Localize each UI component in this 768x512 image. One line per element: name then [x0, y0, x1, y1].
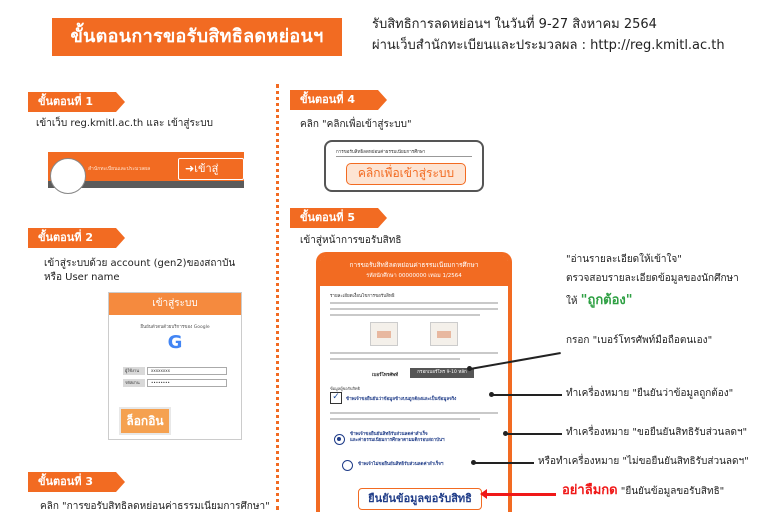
- step-2-desc-line1: เข้าสู่ระบบด้วย account (gen2)ของสถาบัน: [44, 258, 236, 269]
- text-line: [330, 358, 460, 360]
- username-label: ผู้ใช้งาน: [123, 367, 145, 375]
- text-line: [330, 418, 480, 420]
- entry-page-title: การขอรับสิทธิลดหย่อนค่าธรรมเนียมการศึกษา: [336, 150, 426, 155]
- annotation-correct-prefix: ให้: [566, 296, 578, 307]
- annotation-correct-emph: "ถูกต้อง": [580, 293, 633, 308]
- password-input[interactable]: ••••••••: [147, 379, 227, 387]
- website-login-button[interactable]: ➜เข้าสู่ระบบ: [178, 158, 244, 194]
- username-row: ผู้ใช้งาน xxxxxxxx: [123, 367, 227, 375]
- website-logo: [50, 158, 86, 194]
- phone-label: เบอร์โทรศัพท์: [372, 373, 399, 378]
- decline-radio[interactable]: [342, 460, 353, 471]
- login-card-hint: ยืนยันตัวตนด้วยบริการของ Google: [140, 325, 210, 330]
- login-button[interactable]: ล็อกอิน: [119, 407, 171, 435]
- login-icon: ➜: [185, 162, 195, 175]
- google-icon: G: [167, 332, 183, 353]
- claim-form: การขอรับสิทธิลดหย่อนค่าธรรมเนียมการศึกษา…: [316, 252, 512, 512]
- conditions-heading: รายละเอียดเงื่อนไขการขอรับสิทธิ: [330, 294, 395, 299]
- text-line: [330, 314, 480, 316]
- website-header-text: สำนักทะเบียนและประมวลผล: [88, 166, 151, 172]
- username-input[interactable]: xxxxxxxx: [147, 367, 227, 375]
- subtitle-website: ผ่านเว็บสำนักทะเบียนและประมวลผล : http:/…: [372, 38, 725, 53]
- login-card-header: เข้าสู่ระบบ: [109, 293, 241, 315]
- step-2-desc-line2: หรือ User name: [44, 272, 120, 283]
- subtitle-date: รับสิทธิการลดหย่อนฯ ในวันที่ 9-27 สิงหาค…: [372, 17, 657, 32]
- pointer-submit-arrow: [480, 489, 556, 499]
- text-line: [330, 352, 498, 354]
- claim-radio-label: ข้าพเจ้าขอยืนยันสิทธิรับส่วนลดค่าสำเร็จ …: [350, 432, 445, 444]
- pointer-decline-line: [474, 462, 534, 464]
- claim-form-title: การขอรับสิทธิลดหย่อนค่าธรรมเนียมการศึกษา: [349, 261, 479, 269]
- annotation-submit-rest: "ยืนยันข้อมูลขอรับสิทธิ": [620, 486, 725, 497]
- entry-page-rule: [336, 156, 472, 157]
- enter-system-button[interactable]: คลิกเพื่อเข้าสู่ระบบ: [346, 163, 466, 185]
- step-5-label: ขั้นตอนที่ 5: [290, 208, 387, 228]
- annotation-verify: ตรวจสอบรายละเอียดข้อมูลของนักศึกษา: [566, 273, 739, 284]
- step-2-description: เข้าสู่ระบบด้วย account (gen2)ของสถาบัน …: [44, 257, 235, 285]
- annotation-read: "อ่านรายละเอียดให้เข้าใจ": [566, 254, 682, 265]
- applicant-heading: ข้อมูลผู้ขอรับสิทธิ: [330, 386, 360, 391]
- claim-radio-line1: ข้าพเจ้าขอยืนยันสิทธิรับส่วนลดค่าสำเร็จ: [350, 432, 428, 437]
- step-3-description: คลิก "การขอรับสิทธิลดหย่อนค่าธรรมเนียมกา…: [40, 501, 270, 512]
- pointer-confirm-dot: [489, 392, 494, 397]
- pointer-confirm-line: [492, 394, 562, 396]
- annotation-phone: กรอก "เบอร์โทรศัพท์มือถือตนเอง": [566, 335, 713, 346]
- phone-input[interactable]: กรอกเบอร์โทร 9-10 หลัก: [410, 368, 474, 378]
- annotation-claim: ทำเครื่องหมาย "ขอยืนยันสิทธิรับส่วนลดฯ": [566, 427, 748, 438]
- pointer-claim-line: [506, 433, 562, 435]
- step-3-label: ขั้นตอนที่ 3: [28, 472, 125, 492]
- annotation-decline: หรือทำเครื่องหมาย "ไม่ขอยืนยันสิทธิรับส่…: [538, 456, 749, 467]
- confirm-checkbox[interactable]: ✓: [330, 392, 342, 404]
- document-image: [430, 322, 458, 346]
- claim-form-header: การขอรับสิทธิลดหย่อนค่าธรรมเนียมการศึกษา…: [320, 256, 508, 286]
- password-row: รหัสผ่าน ••••••••: [123, 379, 227, 387]
- step-1-description: เข้าเว็บ reg.kmitl.ac.th และ เข้าสู่ระบบ: [36, 118, 213, 129]
- text-line: [330, 412, 498, 414]
- step-4-description: คลิก "คลิกเพื่อเข้าสู่ระบบ": [300, 119, 412, 130]
- pointer-phone-dot: [467, 366, 472, 371]
- annotation-confirm: ทำเครื่องหมาย "ยืนยันว่าข้อมูลถูกต้อง": [566, 388, 734, 399]
- annotation-submit-emph: อย่าลืมกด: [562, 483, 618, 498]
- login-card: เข้าสู่ระบบ ยืนยันตัวตนด้วยบริการของ Goo…: [108, 292, 242, 440]
- submit-claim-button[interactable]: ยืนยันข้อมูลขอรับสิทธิ: [358, 488, 482, 510]
- step-5-description: เข้าสู่หน้าการขอรับสิทธิ: [300, 235, 402, 246]
- annotation-submit: อย่าลืมกด "ยืนยันข้อมูลขอรับสิทธิ": [562, 484, 724, 499]
- document-image: [370, 322, 398, 346]
- step-1-label: ขั้นตอนที่ 1: [28, 92, 125, 112]
- page-title: ขั้นตอนการขอรับสิทธิลดหย่อนฯ: [52, 18, 342, 56]
- confirm-checkbox-label: ข้าพเจ้าขอยืนยันว่าข้อมูลข้างบนถูกต้องแล…: [346, 397, 457, 402]
- password-label: รหัสผ่าน: [123, 379, 145, 387]
- website-subbar: [48, 181, 244, 188]
- step-2-label: ขั้นตอนที่ 2: [28, 228, 125, 248]
- claim-radio-line2: และค่าธรรมเนียมการศึกษาตามมติกรอบสถาบันฯ: [350, 438, 445, 443]
- annotation-correct: ให้ "ถูกต้อง": [566, 294, 633, 309]
- text-line: [330, 302, 498, 304]
- decline-radio-label: ข้าพเจ้าไม่ขอยืนยันสิทธิรับส่วนลดค่าสำเร…: [358, 462, 444, 467]
- claim-radio[interactable]: [334, 434, 345, 445]
- step-4-label: ขั้นตอนที่ 4: [290, 90, 387, 110]
- claim-form-subtitle: รหัสนักศึกษา 00000000 เทอม 1/2564: [366, 273, 462, 279]
- text-line: [330, 308, 498, 310]
- column-divider: [276, 84, 279, 510]
- entry-page-preview: การขอรับสิทธิลดหย่อนค่าธรรมเนียมการศึกษา…: [324, 140, 484, 192]
- pointer-decline-dot: [471, 460, 476, 465]
- pointer-claim-dot: [503, 431, 508, 436]
- page-subtitle: รับสิทธิการลดหย่อนฯ ในวันที่ 9-27 สิงหาค…: [372, 14, 725, 56]
